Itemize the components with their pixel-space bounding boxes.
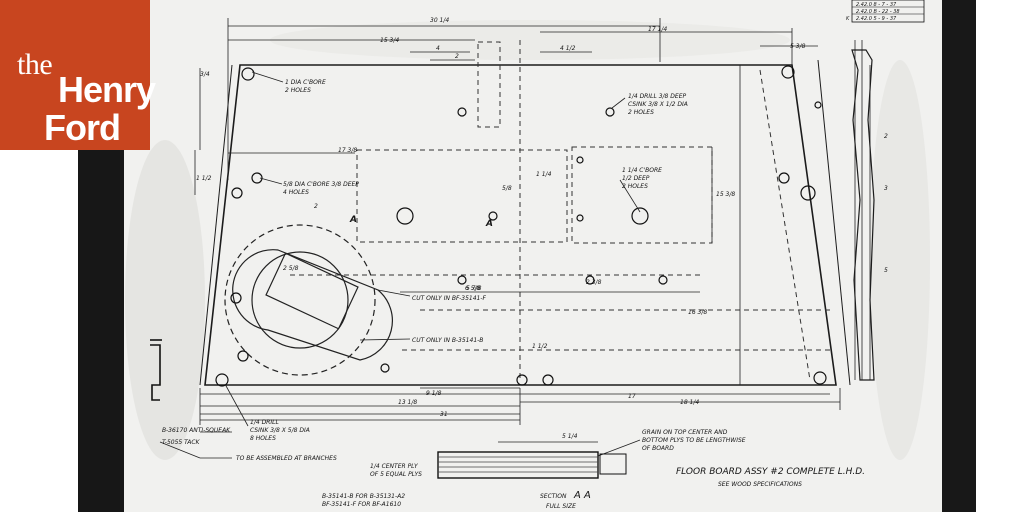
rev-tag: K [846, 16, 850, 22]
dim-height-right: 15 3/8 [716, 191, 735, 198]
dim-bottom-mid: 17 [628, 393, 636, 400]
drawing-title: FLOOR BOARD ASSY #2 COMPLETE L.H.D. [676, 467, 865, 477]
note-part-ref-2: BF-35141-F FOR BF-A1610 [322, 501, 401, 508]
section-scale: FULL SIZE [546, 503, 576, 510]
rev-1: 2.42.0 8 - 7 - 37 [856, 2, 897, 8]
note-anti-squeak: B-36170 ANTI-SQUEAK [162, 427, 231, 434]
note-drill-bottom-csink: CSINK 3/8 X 5/8 DIA [250, 427, 310, 434]
dim-left-top: 15 3/4 [380, 37, 399, 44]
scan-edge-right [942, 0, 976, 512]
note-assembled: TO BE ASSEMBLED AT BRANCHES [236, 455, 337, 462]
dim-upper-b: 2 [455, 53, 459, 60]
scan-edge-left [78, 150, 124, 512]
title-block [851, 0, 925, 23]
note-drill-right-holes: 2 HOLES [628, 109, 654, 116]
dim-upper-a: 4 [436, 45, 440, 52]
section-letters: A A [573, 490, 591, 501]
dim-overall-top: 30 1/4 [430, 17, 449, 24]
dim-right-top: 17 1/4 [648, 26, 667, 33]
note-drill-bottom-holes: 8 HOLES [250, 435, 276, 442]
dim-corner-1: 3/4 [200, 71, 210, 78]
note-grain-1: GRAIN ON TOP CENTER AND [642, 429, 728, 436]
dim-side-a: 2 [884, 133, 888, 140]
note-tack: T-5055 TACK [162, 439, 201, 446]
dim-bottom-overall: 31 [440, 411, 448, 418]
note-drill-right-csink: CSINK 3/8 X 1/2 DIA [628, 101, 688, 108]
section-marker-center: A [485, 219, 493, 229]
blueprint-paper [124, 0, 942, 512]
note-cbore-center-holes: 2 HOLES [622, 183, 648, 190]
dim-side-c: 5 [884, 267, 888, 274]
dim-bottom-left: 13 1/8 [398, 399, 417, 406]
leader-lines [159, 71, 641, 459]
logo-ford: Ford [44, 107, 121, 148]
dim-mid-left: 17 3/8 [338, 147, 357, 154]
dim-corner-3: 2 [314, 203, 318, 210]
dim-small-1: 5/8 [502, 185, 512, 192]
section-label: SECTION [540, 493, 567, 500]
note-bore-1dia-holes: 2 HOLES [285, 87, 311, 94]
dim-small-4: 5 7/8 [466, 285, 482, 292]
dim-upper-c: 4 1/2 [560, 45, 576, 52]
note-cut-only-2: CUT ONLY IN B-35141-B [412, 337, 483, 344]
dim-right-edge-top: 5 3/8 [790, 43, 806, 50]
drawing-subtitle: SEE WOOD SPECIFICATIONS [718, 481, 802, 488]
side-elevation [851, 49, 875, 381]
note-drill-right: 1/4 DRILL 3/8 DEEP [628, 93, 686, 100]
note-grain-2: BOTTOM PLYS TO BE LENGTHWISE [642, 437, 746, 444]
section-aa [437, 441, 627, 479]
note-center-ply-1: 1/4 CENTER PLY [370, 463, 419, 470]
note-part-ref-1: B-35141-B FOR B-35131-A2 [322, 493, 405, 500]
logo-the: the [17, 48, 53, 81]
note-cbore-center-deep: 1/2 DEEP [622, 175, 650, 182]
note-cut-only-1: CUT ONLY IN BF-35141-F [412, 295, 487, 302]
rev-2: 2.42.0 B - 22 - 38 [856, 9, 900, 15]
bracket-detail [150, 339, 162, 401]
note-grain-3: OF BOARD [642, 445, 674, 452]
drawing-labels: 30 1/4 17 1/4 15 3/4 4 2 4 1/2 5 3/8 17 … [162, 2, 900, 510]
dim-lower-mid: 16 3/8 [688, 309, 707, 316]
rev-3: 2.42.0 5 - 9 - 37 [856, 16, 897, 22]
dim-center-h: 6 5/8 [465, 285, 481, 292]
dim-side-b: 3 [884, 185, 888, 192]
dim-corner-2: 1 1/2 [196, 175, 212, 182]
note-bore-1dia: 1 DIA C'BORE [285, 79, 326, 86]
holes [215, 65, 827, 387]
note-bore-small: 5/8 DIA C'BORE 3/8 DEEP [283, 181, 359, 188]
dim-bottom-right: 18 1/4 [680, 399, 699, 406]
cutout-geometry [224, 224, 393, 376]
note-center-ply-2: OF 5 EQUAL PLYS [370, 471, 422, 478]
dim-small-2: 1 1/4 [536, 171, 552, 178]
note-cbore-center: 1 1/4 C'BORE [622, 167, 662, 174]
dim-small-5: 2 3/8 [586, 279, 602, 286]
note-drill-bottom: 1/4 DRILL [250, 419, 279, 426]
section-marker-left: A [349, 215, 357, 225]
henry-ford-logo: the Henry Ford [0, 0, 156, 150]
dim-angle: 2 5/8 [283, 265, 299, 272]
dim-small-3: 9 1/8 [426, 390, 442, 397]
hidden-lines [290, 40, 830, 381]
note-bore-small-holes: 4 HOLES [283, 189, 309, 196]
dim-small-6: 1 1/2 [532, 343, 548, 350]
dim-section-width: 5 1/4 [562, 433, 578, 440]
logo-henry: Henry [58, 69, 156, 110]
board-outline [199, 59, 851, 386]
